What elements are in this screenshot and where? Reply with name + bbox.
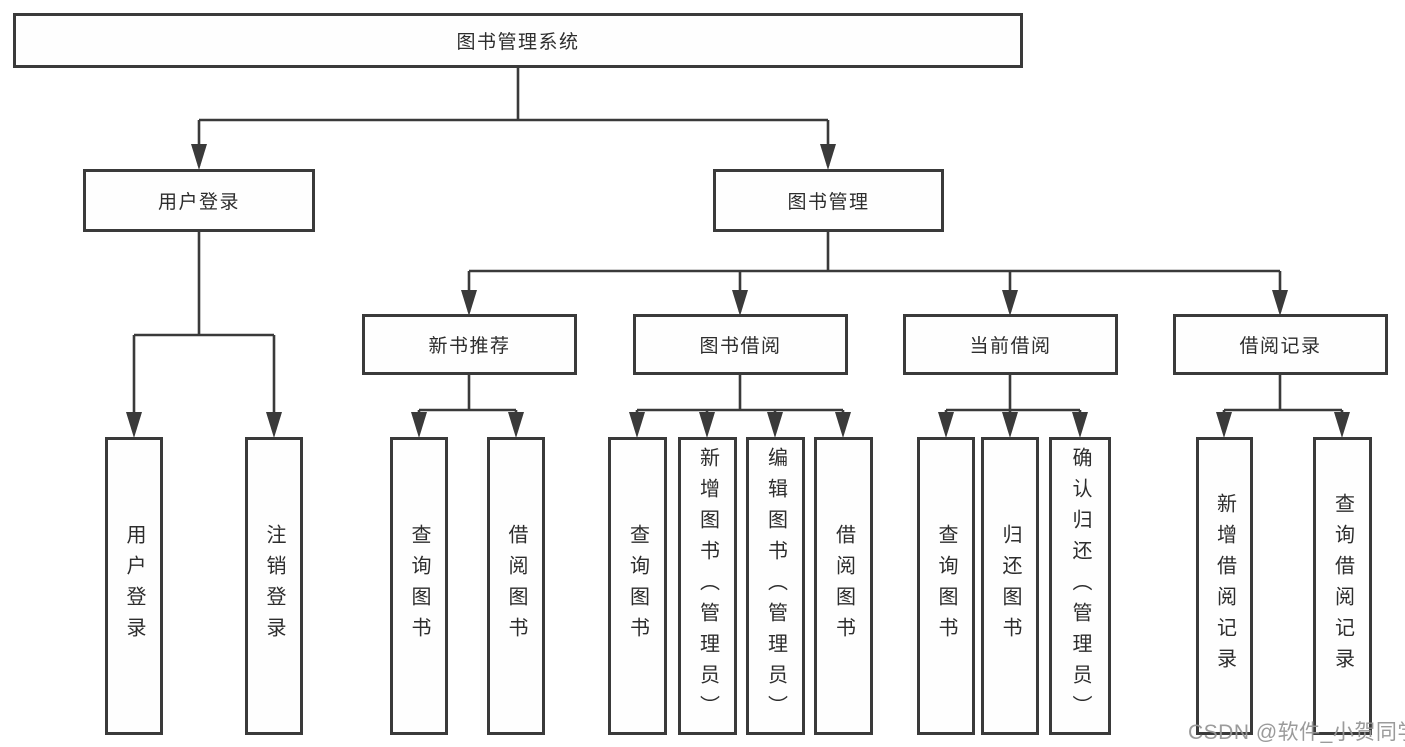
leaf-user-login: 用户登录 [105, 437, 163, 735]
connector-borrowing-records-children [1216, 375, 1350, 438]
leaf-logout: 注销登录 [245, 437, 303, 735]
connector-book-management-children [461, 232, 1288, 316]
connector-user-login-children [126, 232, 282, 438]
leaf-confirm-return-admin: 确认归还（管理员） [1049, 437, 1111, 735]
leaf-add-book-admin: 新增图书（管理员） [678, 437, 737, 735]
leaf-edit-book-admin-label: 编辑图书（管理员） [764, 446, 787, 726]
leaf-borrow-books-recommend: 借阅图书 [487, 437, 545, 735]
leaf-edit-book-admin: 编辑图书（管理员） [746, 437, 805, 735]
node-book-management-label: 图书管理 [787, 192, 870, 213]
leaf-user-login-label: 用户登录 [123, 524, 145, 648]
node-root: 图书管理系统 [13, 13, 1023, 68]
leaf-query-books-borrowing-label: 查询图书 [626, 524, 649, 648]
connector-current-borrowing-children [938, 375, 1088, 438]
node-book-borrowing-label: 图书借阅 [699, 336, 782, 357]
leaf-query-borrow-record: 查询借阅记录 [1313, 437, 1372, 735]
leaf-logout-label: 注销登录 [263, 524, 285, 648]
node-book-borrowing: 图书借阅 [633, 314, 848, 375]
leaf-query-books-current-label: 查询图书 [935, 524, 957, 648]
leaf-confirm-return-admin-label: 确认归还（管理员） [1069, 446, 1091, 726]
leaf-add-borrow-record-label: 新增借阅记录 [1213, 493, 1236, 679]
node-current-borrowing-label: 当前借阅 [969, 336, 1052, 357]
node-user-login-label: 用户登录 [157, 192, 240, 213]
leaf-query-books-recommend-label: 查询图书 [408, 524, 430, 648]
node-new-book-recommendation: 新书推荐 [362, 314, 577, 375]
node-borrowing-records: 借阅记录 [1173, 314, 1388, 375]
node-current-borrowing: 当前借阅 [903, 314, 1118, 375]
leaf-query-borrow-record-label: 查询借阅记录 [1331, 493, 1354, 679]
leaf-add-book-admin-label: 新增图书（管理员） [696, 446, 719, 726]
leaf-borrow-books-borrowing: 借阅图书 [814, 437, 873, 735]
node-root-label: 图书管理系统 [456, 32, 580, 53]
leaf-return-books-label: 归还图书 [999, 524, 1021, 648]
leaf-borrow-books-recommend-label: 借阅图书 [505, 524, 527, 648]
connector-root-to-level2 [191, 68, 836, 170]
leaf-query-books-borrowing: 查询图书 [608, 437, 667, 735]
leaf-return-books: 归还图书 [981, 437, 1039, 735]
connector-new-book-recommendation-children [411, 375, 524, 438]
leaf-query-books-recommend: 查询图书 [390, 437, 448, 735]
node-new-book-recommendation-label: 新书推荐 [428, 336, 511, 357]
node-book-management: 图书管理 [713, 169, 944, 232]
csdn-watermark: CSDN @软件_小贺同学 [1188, 721, 1405, 744]
leaf-query-books-current: 查询图书 [917, 437, 975, 735]
leaf-borrow-books-borrowing-label: 借阅图书 [832, 524, 855, 648]
node-user-login: 用户登录 [83, 169, 315, 232]
leaf-add-borrow-record: 新增借阅记录 [1196, 437, 1253, 735]
connector-book-borrowing-children [629, 375, 851, 438]
node-borrowing-records-label: 借阅记录 [1239, 336, 1322, 357]
